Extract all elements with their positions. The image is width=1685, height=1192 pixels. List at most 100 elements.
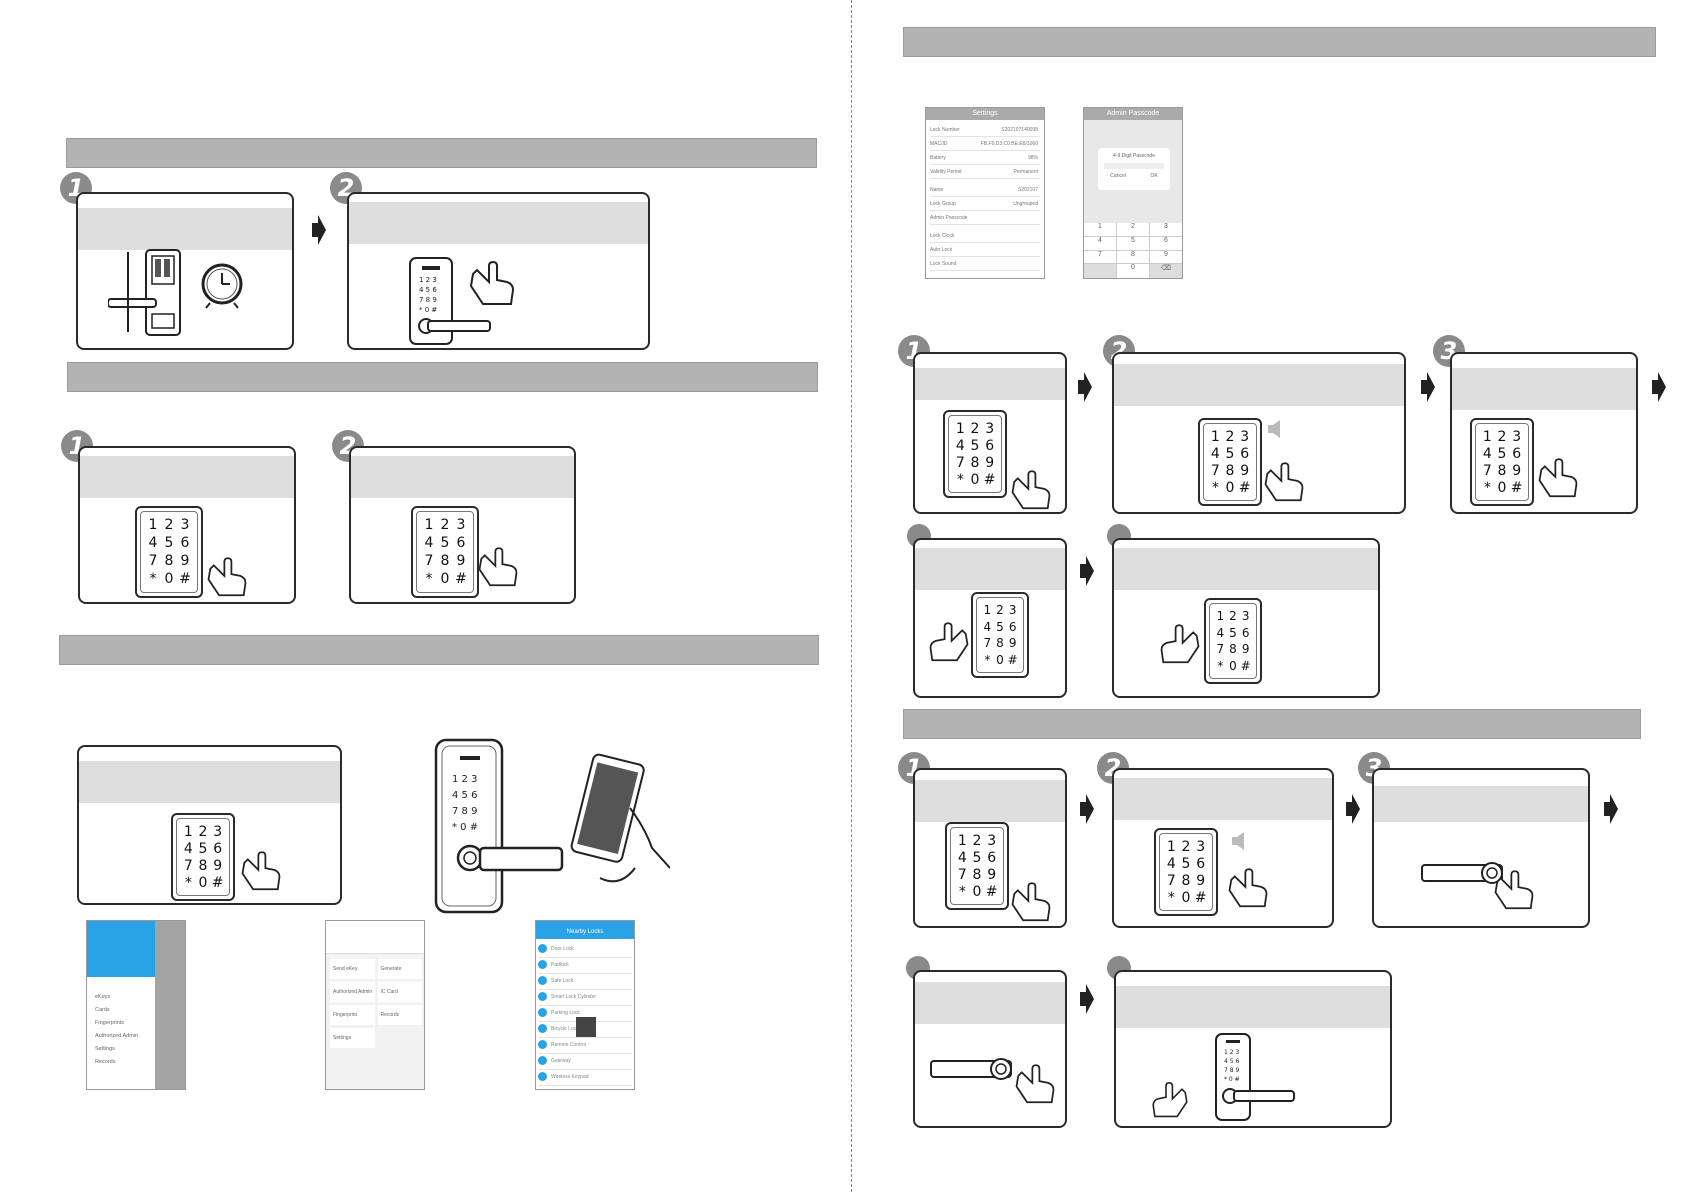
feature-records[interactable]: Records — [377, 1005, 422, 1025]
key-8: 8 — [198, 857, 208, 874]
menu-item-records[interactable]: Records — [95, 1059, 116, 1065]
menu-item-authorized-admin[interactable]: Authorized Admin — [95, 1033, 139, 1039]
menu-item-cards[interactable]: Cards — [95, 1007, 110, 1013]
menu-header — [87, 921, 155, 977]
settings-row[interactable]: Auto Lock — [930, 244, 1040, 257]
key-2: 2 — [970, 420, 980, 437]
key-4: 4 — [1210, 445, 1220, 462]
settings-row[interactable]: Lock Sound — [930, 258, 1040, 271]
key-4: 4 — [1166, 855, 1176, 872]
scan-item[interactable]: Padlock — [538, 957, 632, 974]
svg-text:4 5 6: 4 5 6 — [419, 286, 437, 294]
hand-pointer-icon — [1011, 882, 1051, 922]
svg-text:7 8 9: 7 8 9 — [452, 806, 477, 817]
kb-key[interactable]: 9 — [1150, 250, 1182, 264]
kb-key[interactable]: 7 — [1084, 250, 1116, 264]
menu-item-fingerprints[interactable]: Fingerprints — [95, 1020, 125, 1026]
next-arrow-icon — [1080, 556, 1094, 586]
scan-item[interactable]: Gateway — [538, 1053, 632, 1070]
svg-text:1 2 3: 1 2 3 — [1224, 1049, 1239, 1056]
key-9: 9 — [985, 454, 995, 471]
kb-backspace-key[interactable]: ⌫ — [1150, 264, 1182, 278]
kb-key[interactable]: 6 — [1150, 236, 1182, 250]
next-arrow-icon — [1346, 794, 1360, 824]
speaker-icon — [1232, 832, 1244, 850]
key-8: 8 — [1497, 462, 1507, 479]
feature-settings[interactable]: Settings — [330, 1028, 375, 1048]
key-5: 5 — [164, 535, 174, 551]
feature-send-ekey[interactable]: Send eKey — [330, 959, 375, 979]
kb-key[interactable]: 0 — [1117, 264, 1149, 278]
key-9: 9 — [1008, 636, 1017, 651]
scan-item[interactable]: Door Lock — [538, 941, 632, 958]
dialog-title: 4-9 Digit Passcode — [1113, 153, 1155, 159]
settings-row[interactable]: Lock Clock — [930, 230, 1040, 243]
feature-authorized-admin[interactable]: Authorized Admin — [330, 982, 375, 1002]
menu-item-settings[interactable]: Settings — [95, 1046, 115, 1052]
instruction-band — [915, 982, 1065, 1024]
ok-button[interactable]: OK — [1150, 173, 1158, 179]
kb-key[interactable] — [1084, 264, 1116, 278]
kb-key[interactable]: 4 — [1084, 236, 1116, 250]
scanning-overlay-icon — [576, 1017, 596, 1037]
kb-key[interactable]: 3 — [1150, 223, 1182, 236]
key-star: * — [425, 571, 433, 587]
key-0: 0 — [972, 883, 982, 900]
scan-item[interactable]: Remote Control — [538, 1037, 632, 1054]
key-6: 6 — [985, 437, 995, 454]
smart-lock-front-illustration: 1 2 34 5 67 8 9* 0 # — [1215, 1033, 1295, 1121]
key-3: 3 — [180, 517, 190, 533]
step-card-fp-4 — [913, 970, 1067, 1128]
kb-key[interactable]: 1 — [1084, 223, 1116, 236]
scan-item[interactable]: Safe Lock — [538, 973, 632, 990]
lock-summary-header — [326, 921, 424, 954]
key-3: 3 — [1008, 603, 1017, 618]
kb-key[interactable]: 5 — [1117, 236, 1149, 250]
app-features-screen: Send eKey Generate Passcode Authorized A… — [325, 920, 425, 1090]
fingerprint-handle-illustration — [1421, 862, 1503, 884]
key-1: 1 — [957, 832, 967, 849]
key-0: 0 — [440, 571, 450, 587]
instruction-band — [1114, 778, 1332, 820]
key-hash: # — [1194, 889, 1207, 906]
key-6: 6 — [1196, 855, 1206, 872]
hand-pointer-icon — [1011, 470, 1051, 510]
instruction-band — [915, 368, 1065, 400]
kb-key[interactable]: 2 — [1117, 223, 1149, 236]
feature-fingerprint[interactable]: Fingerprint — [330, 1005, 375, 1025]
key-7: 7 — [1210, 462, 1220, 479]
key-star: * — [984, 652, 991, 667]
feature-ic-card[interactable]: IC Card — [377, 982, 422, 1002]
scan-item[interactable]: Wireless Keypad — [538, 1069, 632, 1086]
instruction-band — [1114, 364, 1404, 406]
scan-item[interactable]: Bicycle Lock — [538, 1021, 632, 1038]
key-0: 0 — [1225, 479, 1235, 496]
passcode-input[interactable] — [1104, 163, 1164, 169]
feature-generate-passcode[interactable]: Generate Passcode — [377, 959, 422, 992]
key-5: 5 — [1181, 855, 1191, 872]
feature-grid: Send eKey Generate Passcode Authorized A… — [330, 959, 422, 1048]
next-arrow-icon — [1078, 372, 1092, 402]
key-1: 1 — [148, 517, 158, 533]
menu-item-ekeys[interactable]: eKeys — [95, 994, 111, 1000]
settings-row-admin-passcode[interactable]: Admin Passcode — [930, 212, 1040, 225]
hand-pointer-icon — [1228, 868, 1268, 908]
kb-key[interactable]: 8 — [1117, 250, 1149, 264]
cancel-button[interactable]: Cancel — [1110, 173, 1126, 179]
svg-text:7 8 9: 7 8 9 — [1224, 1067, 1239, 1074]
scan-item[interactable]: Smart Lock Cylinder — [538, 989, 632, 1006]
